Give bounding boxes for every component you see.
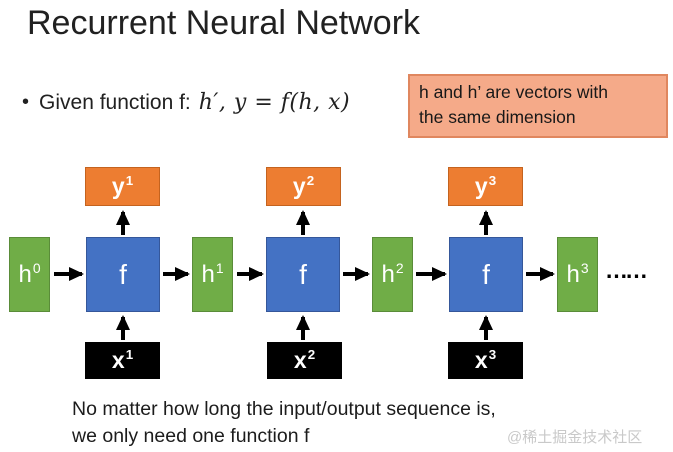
node-y2-label: y — [292, 173, 306, 199]
node-x2-sup: 2 — [307, 347, 316, 362]
node-y1-sup: 1 — [125, 173, 134, 188]
bullet-marker: • — [22, 91, 30, 113]
node-f2: f — [266, 237, 340, 312]
math-formula: h′, y = f(h, x) — [198, 90, 351, 115]
page-title: Recurrent Neural Network — [27, 4, 421, 42]
callout-line-1: h and h’ are vectors with — [419, 82, 609, 102]
bullet-text: Given function f: — [39, 90, 191, 114]
node-x1-sup: 1 — [125, 347, 134, 362]
watermark: @稀土掘金技术社区 — [507, 429, 643, 446]
node-f1: f — [86, 237, 160, 312]
node-h3-sup: 3 — [580, 260, 589, 277]
node-f2-label: f — [299, 258, 307, 290]
node-h0-label: h — [18, 260, 32, 288]
callout-line-2: the same dimension — [419, 107, 576, 128]
node-x3-sup: 3 — [488, 347, 497, 362]
node-y3-label: y — [474, 173, 488, 199]
node-h2-label: h — [381, 260, 395, 288]
node-f1-label: f — [119, 258, 127, 290]
node-h1-label: h — [201, 260, 215, 288]
sequence-ellipsis: …… — [605, 257, 648, 283]
footer-line-1: No matter how long the input/output sequ… — [72, 398, 496, 420]
node-h1-sup: 1 — [215, 260, 224, 277]
node-h2-sup: 2 — [395, 260, 404, 277]
node-y2-sup: 2 — [306, 173, 315, 188]
callout-note: h and h’ are vectors with the same dimen… — [408, 74, 668, 138]
node-y1-label: y — [111, 173, 125, 199]
node-f3: f — [449, 237, 523, 312]
node-h3-label: h — [566, 260, 580, 288]
node-x2-label: x — [293, 347, 307, 373]
node-f3-label: f — [482, 258, 490, 290]
footer-line-2: we only need one function f — [72, 425, 310, 447]
node-x3-label: x — [474, 347, 488, 373]
node-y3-sup: 3 — [488, 173, 497, 188]
footer-note: No matter how long the input/output sequ… — [72, 396, 496, 450]
node-h0-sup: 0 — [32, 260, 41, 277]
bullet-line: • Given function f: h′, y = f(h, x) — [22, 90, 350, 115]
node-x1-label: x — [111, 347, 125, 373]
